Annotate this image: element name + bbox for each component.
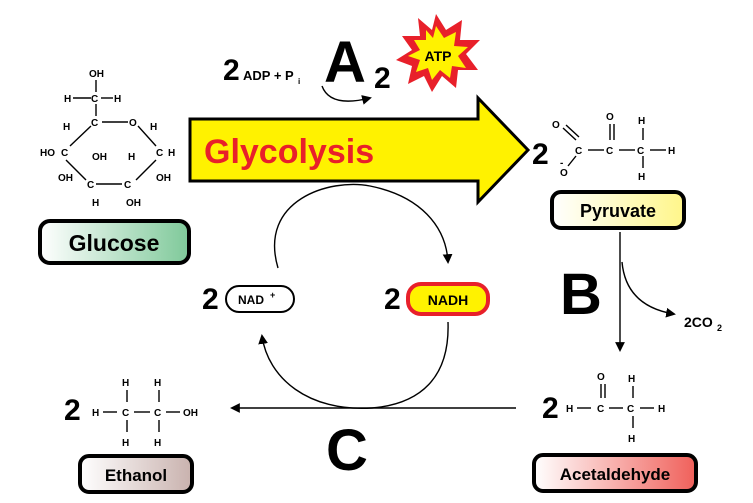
svg-text:H: H [168,148,175,159]
svg-text:O: O [129,118,137,129]
svg-text:H: H [64,94,71,105]
co2-subscript: 2 [717,323,722,333]
svg-text:H: H [638,116,645,127]
glycolysis-arrow: Glycolysis [188,94,531,206]
svg-text:H: H [92,198,99,209]
svg-text:H: H [628,374,635,385]
svg-text:O: O [552,120,560,131]
svg-text:O: O [597,372,605,383]
svg-text:C: C [575,146,582,157]
svg-text:OH: OH [126,198,141,209]
atp-coefficient: 2 [374,62,391,95]
svg-text:C: C [124,180,131,191]
svg-text:H: H [114,94,121,105]
svg-text:H: H [92,408,99,419]
co2-release-arrow [621,261,676,318]
atp-label: ATP [425,48,452,64]
acetaldehyde-label-box: Acetaldehyde [532,453,698,493]
svg-text:C: C [606,146,613,157]
svg-text:OH: OH [58,173,73,184]
nad-to-nadh-arrow [274,183,453,269]
glucose-structure: OH H C H C O C C C C H HO OH H H OH OH H… [40,69,175,209]
svg-text:C: C [156,148,163,159]
svg-text:H: H [150,122,157,133]
svg-text:OH: OH [183,408,198,419]
pyruvate-structure: 2 O C O - C O C H H H [532,112,675,183]
nadh-to-nad-arrow [258,321,449,409]
svg-text:-: - [560,158,563,169]
ethanol-structure: 2 H H H C C OH H H [64,378,198,449]
adp-coefficient: 2 [223,54,240,87]
ethanol-label: Ethanol [105,466,167,485]
acetaldehyde-label: Acetaldehyde [560,465,671,484]
svg-text:C: C [61,148,68,159]
svg-text:C: C [597,404,604,415]
svg-text:H: H [122,438,129,449]
co2-label: 2CO [684,314,713,330]
svg-text:O: O [606,112,614,123]
svg-text:H: H [566,404,573,415]
nadh: 2 NADH [384,282,490,316]
svg-text:C: C [637,146,644,157]
nad-plus: 2 NAD + [202,283,295,316]
svg-text:OH: OH [89,69,104,80]
acetaldehyde-coefficient: 2 [542,392,559,425]
svg-text:C: C [627,404,634,415]
svg-text:H: H [122,378,129,389]
glycolysis-label: Glycolysis [204,133,374,171]
svg-text:H: H [628,434,635,445]
pyruvate-coefficient: 2 [532,138,549,171]
ethanol-label-box: Ethanol [78,454,194,494]
pyruvate-label: Pyruvate [580,201,656,221]
nad-coefficient: 2 [202,283,219,316]
pi-subscript: i [298,77,300,86]
atp-burst: ATP [396,14,480,92]
svg-text:C: C [91,94,98,105]
nad-label: NAD [238,293,264,307]
svg-text:H: H [154,438,161,449]
step-a-letter: A [324,30,366,95]
svg-text:H: H [658,404,665,415]
svg-text:OH: OH [92,152,107,163]
nadh-label: NADH [428,292,468,308]
nad-charge: + [270,290,275,300]
svg-text:H: H [154,378,161,389]
glucose-label: Glucose [69,230,160,256]
svg-text:H: H [128,152,135,163]
svg-text:H: H [63,122,70,133]
svg-text:C: C [122,408,129,419]
svg-text:O: O [560,168,568,179]
nadh-coefficient: 2 [384,283,401,316]
ethanol-coefficient: 2 [64,394,81,427]
glucose-label-box: Glucose [38,219,191,265]
svg-text:H: H [638,172,645,183]
step-b-letter: B [560,262,602,327]
svg-text:HO: HO [40,148,55,159]
adp-to-atp-arrow [321,85,372,105]
svg-text:OH: OH [156,173,171,184]
svg-text:H: H [668,146,675,157]
svg-text:C: C [91,118,98,129]
adp-label: ADP + P [243,68,294,83]
adp-input: 2 ADP + P i [223,54,372,105]
svg-text:C: C [154,408,161,419]
acetaldehyde-structure: 2 O H C C H H H [542,372,665,445]
step-c-letter: C [326,418,368,483]
pyruvate-label-box: Pyruvate [550,190,686,230]
svg-text:C: C [87,180,94,191]
